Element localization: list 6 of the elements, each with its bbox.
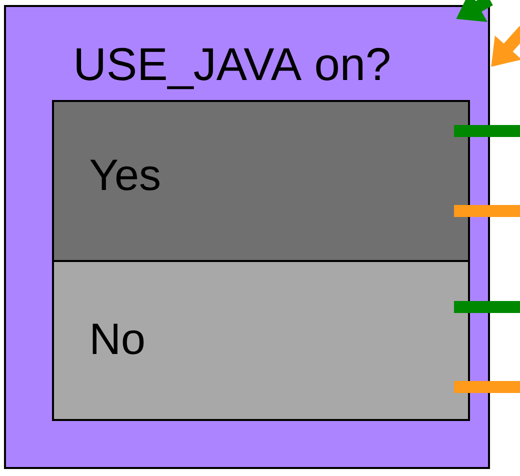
connector-line bbox=[454, 205, 520, 217]
connector-line bbox=[454, 125, 520, 137]
connector-line bbox=[454, 301, 520, 313]
connector-line bbox=[454, 381, 520, 393]
option-box: Yes bbox=[52, 100, 470, 262]
option-box: No bbox=[52, 260, 470, 421]
